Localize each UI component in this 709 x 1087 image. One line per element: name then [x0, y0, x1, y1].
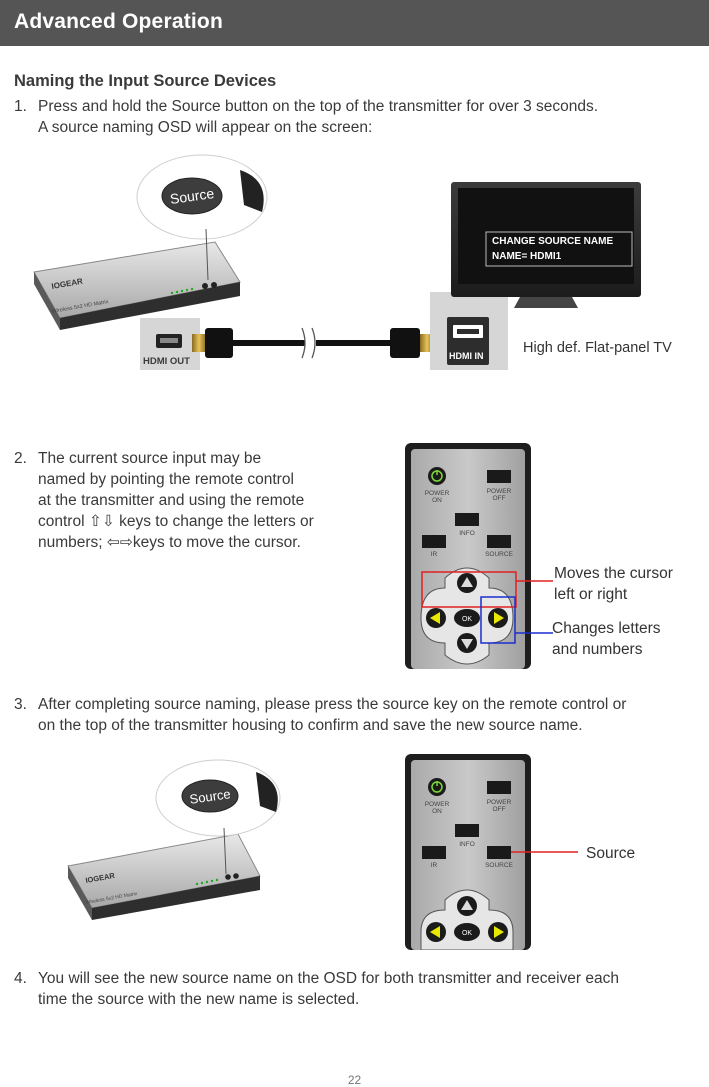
hdmi-in-port: HDMI IN [430, 292, 508, 370]
source-button-zoom: Source [155, 759, 281, 875]
power-off-label-2: OFF [493, 806, 506, 813]
cursor-callout-line [421, 571, 553, 608]
step-text-line: numbers; ⇦⇨keys to move the cursor. [38, 534, 301, 551]
step-text-line: named by pointing the remote control [38, 471, 294, 488]
source-button [487, 535, 511, 548]
power-on-label-2: ON [432, 808, 442, 815]
page-title: Advanced Operation [14, 10, 223, 33]
page-header: Advanced Operation [0, 0, 709, 46]
power-on-label: POWER [425, 801, 450, 808]
ok-label: OK [462, 616, 472, 623]
step-text-line: control ⇧⇩ keys to change the letters or [38, 513, 314, 530]
ok-button [454, 609, 480, 627]
transmitter-box: IOGEAR Wireless 5x2 HD Matrix [33, 241, 241, 330]
step-4: 4. You will see the new source name on t… [14, 968, 694, 1012]
power-off-label: POWER [487, 488, 512, 495]
figure-remote-keys: POWER ON POWER OFF INFO IR SOURCE OK [405, 443, 553, 669]
osd-box [485, 231, 633, 267]
remote-control: POWER ON POWER OFF INFO IR SOURCE OK [405, 443, 531, 669]
ok-button [454, 923, 480, 941]
source-label: SOURCE [485, 551, 513, 558]
ir-label: IR [431, 862, 438, 869]
callout-line: and numbers [552, 641, 643, 658]
source-button-label: Source [189, 786, 232, 807]
flat-panel-tv: CHANGE SOURCE NAME NAME= HDMI1 [451, 182, 641, 308]
source-button-zoom: Source [136, 154, 268, 281]
step-text-line: The current source input may be [38, 450, 262, 467]
tv-caption: High def. Flat-panel TV [523, 340, 672, 356]
callout-line: Changes letters [552, 620, 661, 637]
ir-label: IR [431, 551, 438, 558]
ir-button [422, 846, 446, 859]
callout-moves-cursor: Moves the cursor left or right [554, 563, 673, 605]
info-button [455, 513, 479, 526]
figure-source-osd: IOGEAR Wireless 5x2 HD Matrix Source HDM… [33, 154, 641, 370]
step-number: 4. [14, 970, 27, 987]
step-text-line: You will see the new source name on the … [38, 970, 619, 987]
step-text-line: A source naming OSD will appear on the s… [38, 119, 373, 136]
power-on-label-2: ON [432, 497, 442, 504]
step-text-line: at the transmitter and using the remote [38, 492, 305, 509]
power-off-button [487, 781, 511, 794]
step-number: 3. [14, 696, 27, 713]
ir-button [422, 535, 446, 548]
power-off-label-2: OFF [493, 495, 506, 502]
source-button [487, 846, 511, 859]
callout-changes-letters: Changes letters and numbers [552, 618, 661, 660]
ok-label: OK [462, 930, 472, 937]
hdmi-in-label: HDMI IN [449, 351, 484, 361]
figure-remote-source: POWER ON POWER OFF INFO IR SOURCE OK [405, 754, 578, 950]
step-text-line: time the source with the new name is sel… [38, 991, 360, 1008]
hdmi-out-port: HDMI OUT [140, 318, 200, 370]
figure-transmitter-source: IOGEAR Wireless 5x2 HD Matrix Source [67, 759, 281, 920]
info-label: INFO [459, 841, 475, 848]
step-text-line: Press and hold the Source button on the … [38, 98, 599, 115]
power-on-label: POWER [425, 490, 450, 497]
power-off-button [487, 470, 511, 483]
info-label: INFO [459, 530, 475, 537]
step-text-line: After completing source naming, please p… [38, 696, 627, 713]
callout-line: Moves the cursor [554, 565, 673, 582]
step-1: 1. Press and hold the Source button on t… [14, 96, 694, 140]
callout-source: Source [586, 845, 636, 862]
hdmi-out-label: HDMI OUT [143, 356, 190, 367]
step-text-line: on the top of the transmitter housing to… [38, 717, 583, 734]
callout-line: left or right [554, 586, 628, 603]
source-label: SOURCE [485, 862, 513, 869]
step-number: 1. [14, 98, 27, 115]
osd-line-2: NAME= HDMI1 [492, 251, 562, 262]
transmitter-box: IOGEAR Wireless 5x2 HD Matrix [67, 833, 261, 920]
letters-callout-line [480, 596, 553, 644]
remote-control: POWER ON POWER OFF INFO IR SOURCE OK [405, 754, 531, 950]
hdmi-cable [192, 327, 434, 359]
osd-line-1: CHANGE SOURCE NAME [492, 236, 613, 247]
source-button-label: Source [169, 185, 215, 207]
info-button [455, 824, 479, 837]
step-number: 2. [14, 450, 27, 467]
power-off-label: POWER [487, 799, 512, 806]
section-title: Naming the Input Source Devices [14, 72, 277, 90]
page-number: 22 [347, 1073, 362, 1087]
step-2: 2. The current source input may be named… [14, 448, 374, 558]
step-3: 3. After completing source naming, pleas… [14, 694, 694, 738]
